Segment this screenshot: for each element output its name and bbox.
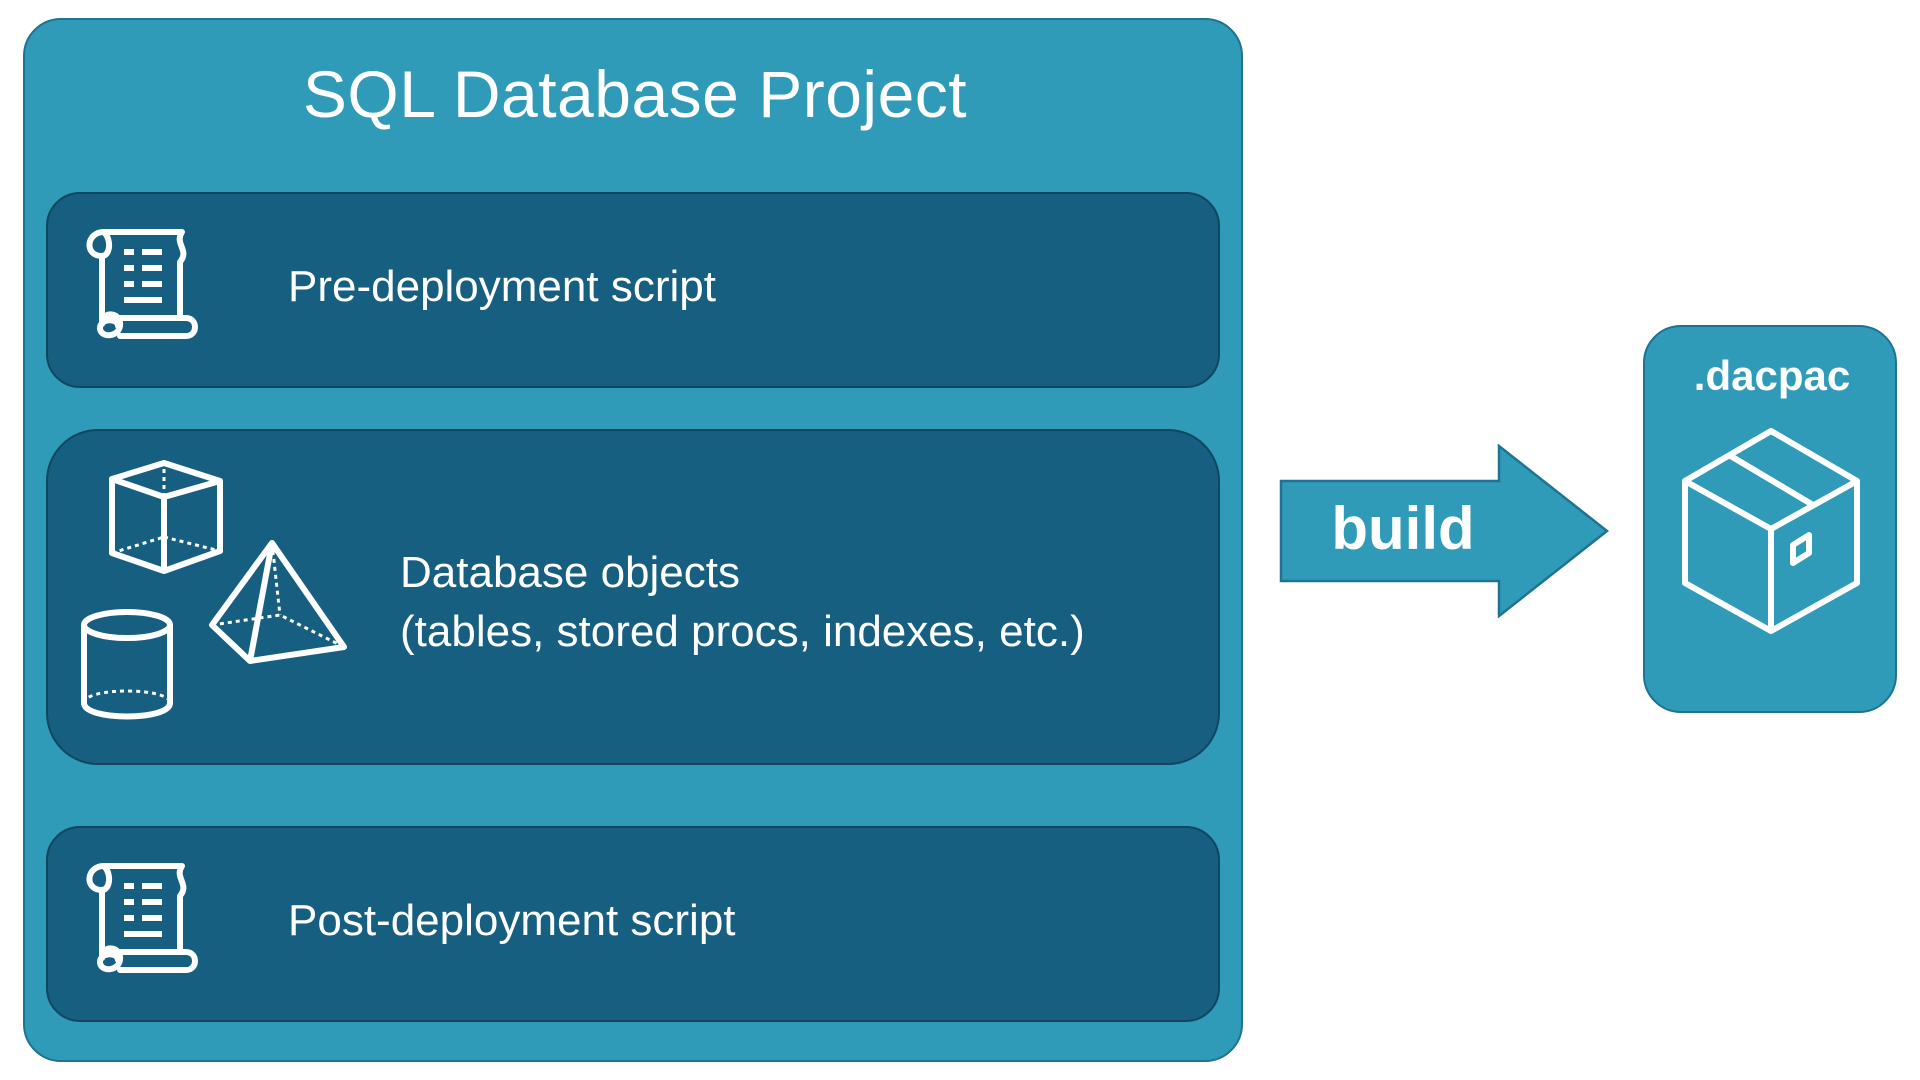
post-deployment-panel: Post-deployment script xyxy=(46,826,1220,1022)
pre-deployment-panel: Pre-deployment script xyxy=(46,192,1220,388)
build-arrow xyxy=(1279,444,1610,618)
cube-icon xyxy=(109,460,223,574)
database-objects-detail: (tables, stored procs, indexes, etc.) xyxy=(400,607,1085,656)
dacpac-container: .dacpac xyxy=(1643,325,1897,713)
database-objects-title: Database objects xyxy=(400,548,740,597)
post-deployment-label: Post-deployment script xyxy=(288,896,736,945)
cylinder-icon xyxy=(81,609,173,720)
package-box-icon xyxy=(1682,428,1860,634)
pre-deployment-label: Pre-deployment script xyxy=(288,262,716,311)
database-objects-panel: Database objects (tables, stored procs, … xyxy=(46,429,1220,765)
script-scroll-icon xyxy=(86,229,198,339)
script-scroll-icon xyxy=(86,863,198,973)
sql-database-project-container: SQL Database Project xyxy=(23,18,1243,1062)
dacpac-label: .dacpac xyxy=(1693,352,1851,399)
database-objects-text: Database objects (tables, stored procs, … xyxy=(400,543,1085,661)
project-title: SQL Database Project xyxy=(302,57,968,131)
pyramid-icon xyxy=(209,540,347,664)
build-label: build xyxy=(1331,495,1475,562)
